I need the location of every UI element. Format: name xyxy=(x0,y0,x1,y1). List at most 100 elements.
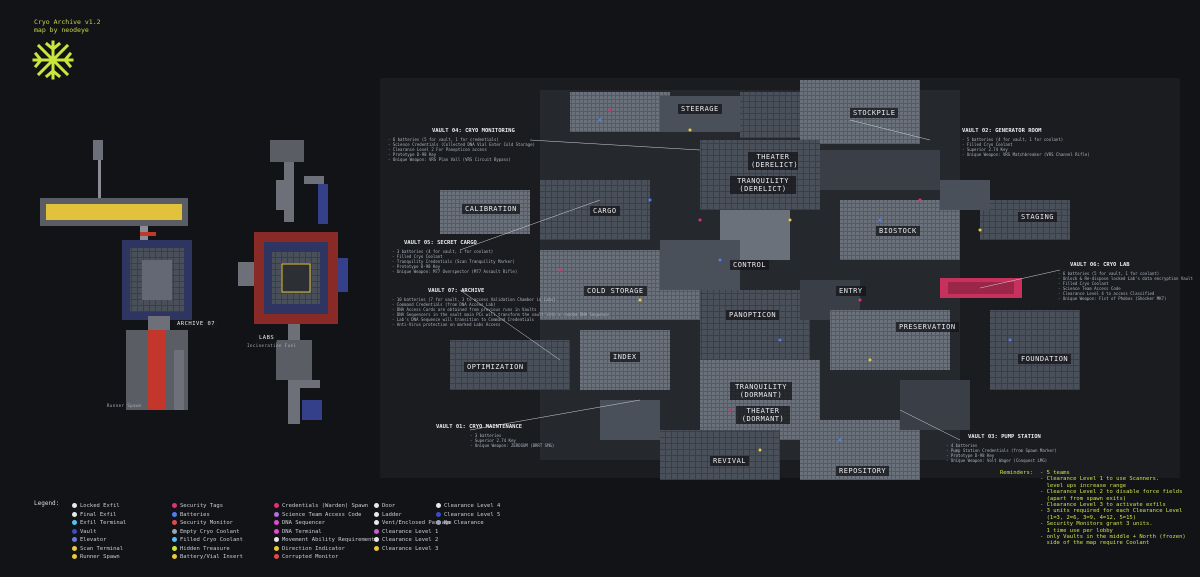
legend-item-label: Scan Terminal xyxy=(80,545,124,552)
region-repository: REPOSITORY xyxy=(836,466,890,476)
coolant-icon xyxy=(172,528,177,534)
movement-icon xyxy=(274,537,279,542)
legend-item-label: Door xyxy=(382,503,396,509)
vault-07-line: - 10 batteries (7 for vault, 3 to access… xyxy=(392,297,556,302)
vault-03-line: - Prototype D-98 Key xyxy=(946,453,995,458)
legend-item-label: Science Team Access Code xyxy=(282,511,362,518)
legend-title: Legend: xyxy=(34,500,60,507)
reminder-line: - Clearance Level 1 to use Scanners. xyxy=(1040,476,1160,483)
legend-item: Empty Cryo Coolant xyxy=(172,528,240,536)
reminder-line: side of the map require Coolant xyxy=(1040,540,1150,547)
reminder-line: - Clearance Level 2 to disable force fie… xyxy=(1040,489,1183,496)
reminder-line: - Security Monitors grant 3 units. xyxy=(1040,521,1153,528)
vault-03-line: - Unique Weapon: Volt Wager (Conquest LM… xyxy=(946,458,1048,463)
reminder-line: - only Vaults in the middle + North (fro… xyxy=(1040,534,1186,541)
region-preservation: PRESERVATION xyxy=(896,322,959,332)
legend-item: Clearance Level 3 xyxy=(374,545,438,553)
vault-05-line: - Tranquility Credentials (Scan Tranquil… xyxy=(392,259,515,264)
region-stockpile: STOCKPILE xyxy=(850,108,899,118)
legend-item: DNA Sequencer xyxy=(274,519,325,527)
treasure-icon xyxy=(172,545,177,551)
legend-item-label: DNA Terminal xyxy=(282,528,322,535)
legend-item: Batteries xyxy=(172,511,210,519)
vault-06-line: - Unique Weapon: Fist of Phobos (Shocker… xyxy=(1058,296,1167,301)
archive07-inset xyxy=(40,140,192,410)
legend-item-label: Final Exfil xyxy=(80,511,117,518)
legend-item-label: Movement Ability Requirement xyxy=(282,537,375,543)
legend-item-label: Security Tags xyxy=(180,503,224,509)
vault-04-title: VAULT 04: CRYO MONITORING xyxy=(432,128,515,134)
exfil-icon xyxy=(72,511,77,517)
vent-icon xyxy=(374,520,379,525)
legend-item-label: Clearance Level 3 xyxy=(382,545,439,552)
battery-icon xyxy=(172,511,177,517)
vault-02-title: VAULT 02: GENERATOR ROOM xyxy=(962,128,1042,134)
vault-05-line: - Unique Weapon: M77 Overspector (M77 As… xyxy=(392,269,518,274)
reminder-line: - Clearance Level 3 to activate exfils xyxy=(1040,502,1166,509)
legend-item: Science Team Access Code xyxy=(274,511,361,519)
legend-item: Battery/Vial Insert xyxy=(172,553,243,561)
legend-item-label: Vault xyxy=(80,528,97,535)
legend-item-label: No Clearance xyxy=(444,520,484,526)
inset-labs-sub: Incineration Fuel xyxy=(247,343,297,348)
clearance-4-icon xyxy=(436,503,441,508)
legend-item: Door xyxy=(374,502,395,510)
door-icon xyxy=(374,503,379,508)
no-clearance-icon xyxy=(436,520,441,525)
vault-04-line: - Clearance Level 2 For Panopticon acces… xyxy=(388,147,487,152)
region-tranquility-dormant: TRANQUILITY (DORMANT) xyxy=(730,382,792,400)
reminders-title: Reminders: xyxy=(1000,470,1034,476)
region-entry: ENTRY xyxy=(836,286,866,296)
region-panopticon: PANOPTICON xyxy=(726,310,780,320)
vault-06-line: - Filled Cryo Coolant xyxy=(1058,281,1109,286)
elevator-icon xyxy=(72,537,77,542)
reminder-line: (apart from spawn exits) xyxy=(1040,495,1127,502)
legend-item: Ladder xyxy=(374,511,402,519)
ladder-icon xyxy=(374,511,379,517)
legend-item-label: Hidden Treasure xyxy=(180,545,230,552)
legend-item-label: Battery/Vial Insert xyxy=(180,554,243,560)
vault-05-title: VAULT 05: SECRET CARGO xyxy=(404,240,477,246)
reminders-list: - 5 teams- Clearance Level 1 to use Scan… xyxy=(1040,470,1186,547)
legend-item: Locked Exfil xyxy=(72,502,120,510)
legend-item: Filled Cryo Coolant xyxy=(172,536,243,544)
legend-item: DNA Terminal xyxy=(274,528,322,536)
dna-icon xyxy=(274,520,279,525)
legend-item-label: Corrupted Monitor xyxy=(282,554,339,560)
vault-07-line: - Lab's DNA Sequence will transition to … xyxy=(392,317,535,322)
region-index: INDEX xyxy=(610,352,640,362)
lock-icon xyxy=(72,503,77,508)
reminder-line: 1 time use per lobby xyxy=(1040,527,1113,534)
vault-06-line: - 6 batteries (5 for vault, 1 for coolan… xyxy=(1058,271,1160,276)
scan-icon xyxy=(72,545,77,551)
code-icon xyxy=(274,511,279,517)
legend-item-label: Direction Indicator xyxy=(282,545,345,552)
clearance-3-icon xyxy=(374,545,379,551)
legend-item: Exfil Terminal xyxy=(72,519,126,527)
legend-item-label: Filled Cryo Coolant xyxy=(180,537,243,543)
legend-item-label: Ladder xyxy=(382,511,402,518)
vault-07-line: - Command Credentials (from DNA Access L… xyxy=(392,302,496,307)
region-theater-dormant: THEATER (DORMANT) xyxy=(736,406,790,424)
legend-item: Vent/Enclosed Passage xyxy=(374,519,452,527)
dna-terminal-icon xyxy=(274,528,279,534)
region-staging: STAGING xyxy=(1018,212,1058,222)
vault-06-line: - Science Team Access Code xyxy=(1058,286,1121,291)
inset-runner-spawn: Runner Spawn xyxy=(107,403,142,408)
vault-icon xyxy=(72,528,77,534)
inset-labs-label: LABS xyxy=(256,334,278,342)
region-revival: REVIVAL xyxy=(710,456,750,466)
legend-item-label: Clearance Level 4 xyxy=(444,503,501,509)
legend-item-label: Elevator xyxy=(80,537,107,543)
legend-item: Clearance Level 1 xyxy=(374,528,438,536)
vault-04-line: - Unique Weapon: VRS Plan Vall (VRS Circ… xyxy=(388,157,511,162)
map-title: Cryo Archive v1.2 map by neodeye xyxy=(34,18,101,34)
legend-item-label: Runner Spawn xyxy=(80,554,120,560)
vault-05-line: - 3 batteries (4 for vault, 1 for coolan… xyxy=(392,249,494,254)
clearance-1-icon xyxy=(374,528,379,534)
legend-item: Security Monitor xyxy=(172,519,233,527)
vault-01-line: - Unique Weapon: ZEROSUM (BRRT SMG) xyxy=(470,443,555,448)
region-cold-storage: COLD STORAGE xyxy=(584,286,647,296)
vault-06-title: VAULT 06: CRYO LAB xyxy=(1070,262,1130,268)
